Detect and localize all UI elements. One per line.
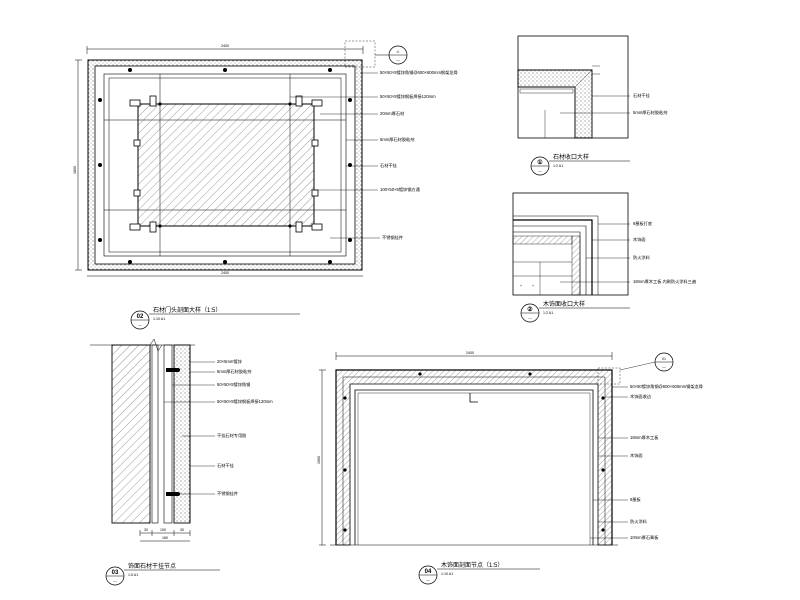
v2-annotation-0: 石材干挂 [633,92,650,99]
v4-view-sub: — [113,579,117,583]
v1-height-dim: 1800 [73,166,77,174]
v5-callout-sub: — [662,365,666,369]
v3-annotation-1: 木饰面 [633,236,646,243]
v4-dim-0: 30 [144,528,148,532]
v3-view-number: ② [527,306,533,313]
v2-title: 石材收口大样 [553,153,589,161]
v1-scale: 1:10 A1 [153,317,165,321]
view-2-stone-edge: 石材干挂 5mm厚石材胶粘剂 ① — 石材收口大样 1:2 A1 [517,35,667,176]
view-1-stone-section: 2400 1800 2400 [73,40,458,330]
v4-dim-2: 30 [180,528,184,532]
v4-annotation-1: 5mm厚石材胶粘剂 [217,368,251,375]
v4-title: 饰面石材干挂节点 [128,562,176,570]
v5-scale: 1:10 A1 [441,572,453,576]
v1-annotation-2: 20mm厚石材 [380,110,404,117]
v5-height-dim: 1900 [317,456,321,464]
v4-annotation-5: 石材干挂 [217,462,234,469]
v3-scale: 1:2 A1 [543,311,553,315]
v5-callout-number: 01 [662,357,666,361]
v3-annotation-3: 18mm厚木工板 内刷防火涂料三遍 [633,278,697,285]
v1-callout-sub: — [396,58,400,62]
v5-annotation-2: 18mm厚木工板 [630,434,659,441]
v1-annotation-0: 50×50×5镀锌角钢@600×600mm钢架龙骨 [380,69,458,76]
v2-annotation-1: 5mm厚石材胶粘剂 [633,109,667,116]
v1-annotation-5: 100×50×5镀锌钢方通 [380,186,421,193]
v4-annotation-2: 50×50×5镀锌角钢 [217,381,250,388]
svg-text:+: + [520,284,522,288]
v3-title: 木饰面收口大样 [543,300,585,308]
v5-annotation-4: 9厘板 [630,496,642,503]
v5-annotation-3: 木饰面 [630,452,643,459]
v1-callout-number: ① [396,50,400,54]
view-3-wood-edge: + + 9厘板打底 木饰面 防火涂料 18mm厚木工板 内刷防火涂料三遍 ② —… [512,192,697,323]
v3-annotation-0: 9厘板打底 [633,220,652,227]
v5-annotation-1: 木饰面收边 [630,393,652,400]
v3-view-sub: — [528,316,532,320]
v4-annotation-0: 20×5mm镀锌 [217,358,243,365]
v4-scale: 1:5 A1 [128,573,138,577]
v4-dim-1: 100 [160,528,166,532]
svg-text:+: + [532,284,534,288]
svg-text:2400: 2400 [221,271,229,275]
v1-annotation-3: 5mm厚石材胶粘剂 [380,136,414,143]
v2-view-number: ① [537,159,543,166]
v1-annotation-1: 50×50×5镀锌钢板焊接120mm [380,93,436,100]
v5-title: 木饰面剖面节点（1:5） [441,561,503,569]
v4-annotation-6: 不锈钢挂件 [217,490,238,497]
v2-scale: 1:2 A1 [553,164,563,168]
v4-annotation-3: 50×50×5镀锌钢板焊接120mm [217,398,273,405]
v1-annotation-6: 不锈钢挂件 [382,234,403,241]
v2-view-sub: — [538,169,542,173]
v5-annotation-0: 50×50镀锌角钢@600×600mm钢架龙骨 [630,383,703,390]
v1-annotation-4: 石材干挂 [380,162,397,169]
v1-view-number: 02 [137,314,144,320]
v3-annotation-2: 防火涂料 [633,254,651,261]
v5-width-dim: 2400 [466,351,474,355]
v1-title: 石材门头剖面大样（1:5） [153,306,221,314]
v1-view-sub: — [138,323,142,327]
v4-annotation-4: 干挂石材专用胶 [217,432,246,439]
v1-width-dim: 2400 [221,44,229,48]
v5-view-sub: — [426,578,430,582]
v4-dim-total: 160 [162,536,168,540]
v4-view-number: 03 [112,570,119,576]
v5-view-number: 04 [425,569,432,575]
v5-annotation-6: 10mm厚石膏板 [630,534,659,541]
view-5-wood-section: 2400 1900 01 — [317,351,703,585]
v5-annotation-5: 防火涂料 [630,518,648,525]
view-4-dry-hang-node: 30 100 30 160 20×5mm镀锌 5mm厚石材胶粘剂 50×50×5… [90,338,273,586]
